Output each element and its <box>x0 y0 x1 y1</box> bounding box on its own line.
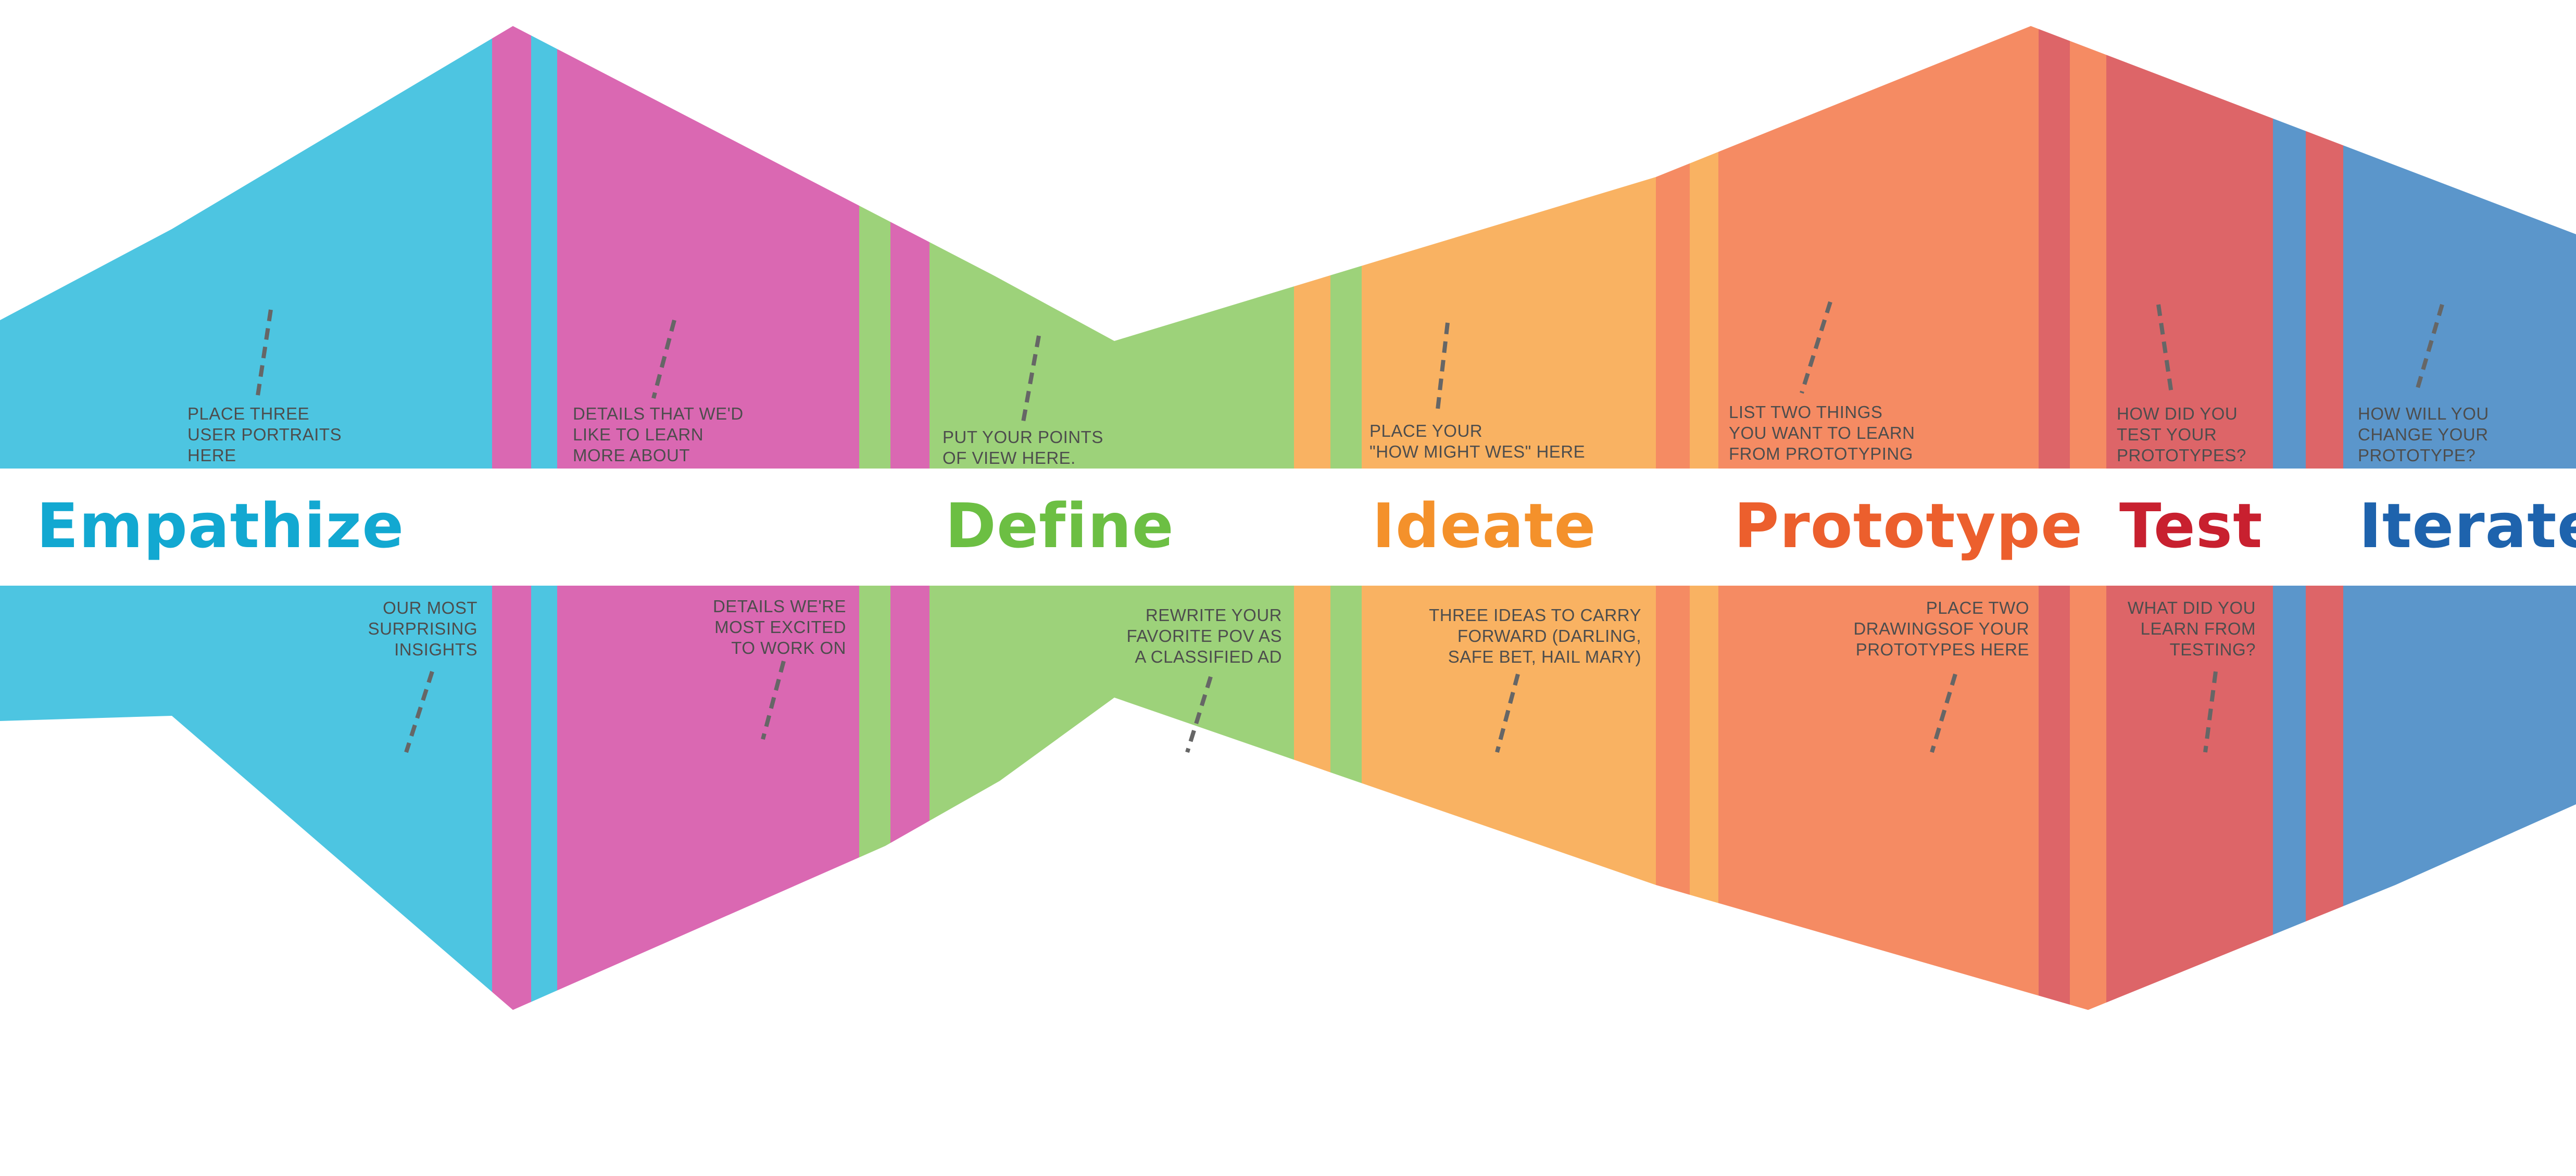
prompt-drawings: PLACE TWO DRAWINGSOF YOUR PROTOTYPES HER… <box>1853 598 2029 659</box>
prompt-points-of-view: PUT YOUR POINTS OF VIEW HERE. <box>943 427 1103 467</box>
connector-surprising-insights <box>404 671 434 753</box>
connector-classified-ad <box>1185 676 1213 753</box>
prompt-surprising-insights: OUR MOST SURPRISING INSIGHTS <box>368 598 477 659</box>
connector-how-change <box>2414 304 2444 394</box>
stage-label-prototype: Prototype <box>1734 490 2083 562</box>
strip-empathize-details <box>557 26 859 1010</box>
prompt-what-learn: WHAT DID YOU LEARN FROM TESTING? <box>2127 598 2256 659</box>
stage-label-define: Define <box>945 490 1174 562</box>
connector-points-of-view <box>1021 335 1041 422</box>
prompt-user-portraits: PLACE THREE USER PORTRAITS HERE <box>187 404 342 465</box>
connector-learn-from-prototyping <box>1800 301 1832 394</box>
strip-empathize-accent-1 <box>492 26 531 1010</box>
prompt-how-test: HOW DID YOU TEST YOUR PROTOTYPES? <box>2117 404 2246 465</box>
strip-prototype-2 <box>1690 26 1718 1010</box>
connector-how-test <box>2156 304 2173 394</box>
strip-ideate-2 <box>1330 26 1362 1010</box>
strip-define-1 <box>859 26 890 1010</box>
strip-iterate-1 <box>2273 26 2306 1010</box>
strip-ideate-main <box>1362 26 1656 1010</box>
strip-empathize-accent-2 <box>531 26 557 1010</box>
connector-lines <box>256 301 2444 753</box>
prompt-how-might-wes: PLACE YOUR "HOW MIGHT WES" HERE <box>1369 421 1586 461</box>
strip-test-1 <box>2039 26 2070 1010</box>
prompt-how-change: HOW WILL YOU CHANGE YOUR PROTOTYPE? <box>2358 404 2489 465</box>
strip-define-2 <box>890 26 929 1010</box>
prompt-learn-from-prototyping: LIST TWO THINGS YOU WANT TO LEARN FROM P… <box>1729 402 1915 463</box>
stage-label-ideate: Ideate <box>1372 490 1597 562</box>
strip-prototype-main <box>1718 26 2039 1010</box>
strip-ideate-1 <box>1294 26 1330 1010</box>
strip-iterate-main <box>2343 26 2576 1010</box>
strip-prototype-1 <box>1656 26 1690 1010</box>
stage-label-test: Test <box>2119 490 2263 562</box>
connector-three-ideas <box>1495 673 1520 753</box>
prompt-excited-work: DETAILS WE'RE MOST EXCITED TO WORK ON <box>712 597 846 657</box>
strip-test-main <box>2106 26 2273 1010</box>
strip-test-2 <box>2070 26 2106 1010</box>
connector-drawings <box>1930 673 1957 753</box>
stage-label-iterate: Iterate <box>2359 490 2576 562</box>
strip-define-main <box>929 26 1294 1010</box>
title-band <box>0 469 2576 586</box>
connector-excited-work <box>761 660 786 740</box>
connector-details-learn <box>651 319 676 399</box>
stage-label-empathize: Empathize <box>36 490 405 562</box>
connector-how-might-wes <box>1435 322 1450 414</box>
prompt-details-learn: DETAILS THAT WE'D LIKE TO LEARN MORE ABO… <box>573 404 744 465</box>
connector-what-learn <box>2203 671 2218 753</box>
prompt-three-ideas: THREE IDEAS TO CARRY FORWARD (DARLING, S… <box>1429 605 1641 666</box>
strip-iterate-2 <box>2306 26 2343 1010</box>
strip-empathize-main <box>0 26 492 1010</box>
prompt-classified-ad: REWRITE YOUR FAVORITE POV AS A CLASSIFIE… <box>1126 605 1282 666</box>
connector-user-portraits <box>256 309 273 396</box>
